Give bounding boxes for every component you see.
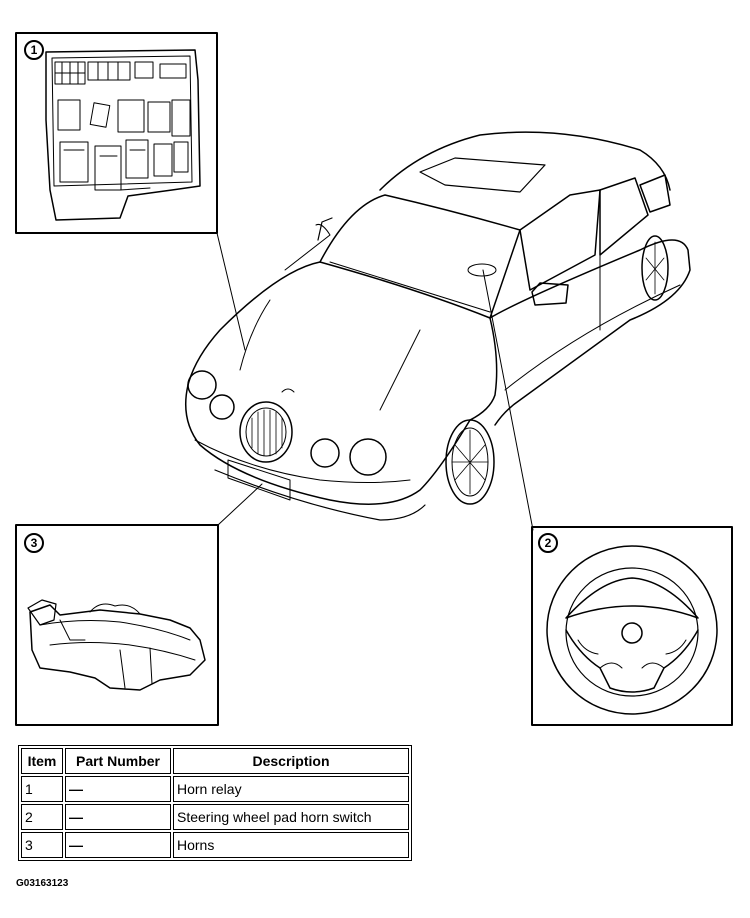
cell-item: 3 — [21, 832, 63, 858]
cell-item: 2 — [21, 804, 63, 830]
cell-part-number: — — [65, 776, 171, 802]
parts-table: Item Part Number Description 1 — Horn re… — [18, 745, 412, 861]
callout-2: 2 — [538, 533, 558, 553]
cell-part-number: — — [65, 832, 171, 858]
cell-description: Steering wheel pad horn switch — [173, 804, 409, 830]
table-row: 2 — Steering wheel pad horn switch — [21, 804, 409, 830]
detail-box-horns — [15, 524, 219, 726]
cell-item: 1 — [21, 776, 63, 802]
table-header-row: Item Part Number Description — [21, 748, 409, 774]
callout-3: 3 — [24, 533, 44, 553]
table-row: 3 — Horns — [21, 832, 409, 858]
car-illustration — [185, 131, 691, 521]
callout-1: 1 — [24, 40, 44, 60]
figure-id: G03163123 — [16, 878, 69, 889]
cell-description: Horn relay — [173, 776, 409, 802]
detail-box-steering-wheel — [531, 526, 733, 726]
table-row: 1 — Horn relay — [21, 776, 409, 802]
cell-part-number: — — [65, 804, 171, 830]
header-part-number: Part Number — [65, 748, 171, 774]
cell-description: Horns — [173, 832, 409, 858]
header-description: Description — [173, 748, 409, 774]
header-item: Item — [21, 748, 63, 774]
detail-box-horn-relay — [15, 32, 218, 234]
